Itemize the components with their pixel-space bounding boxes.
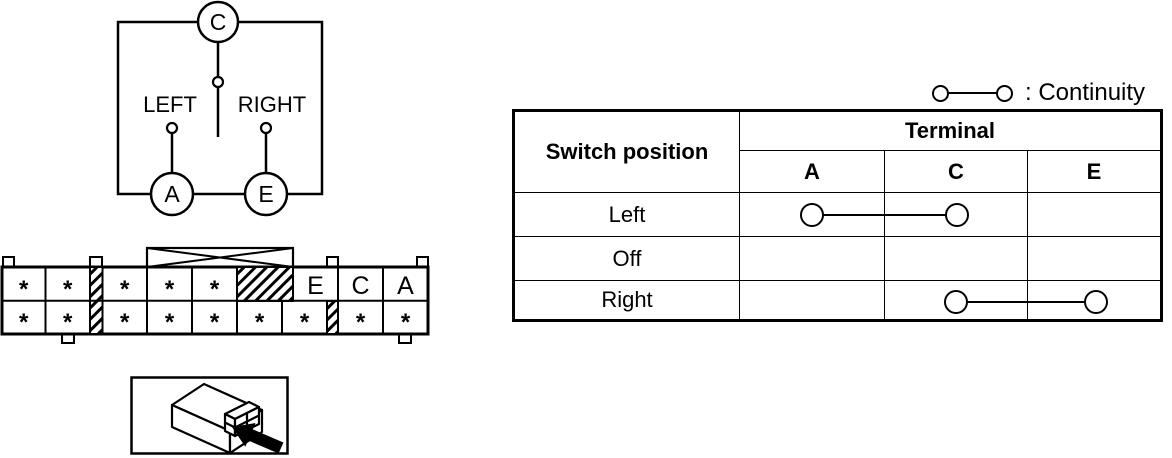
continuity-circle-c: [944, 289, 968, 314]
keyway-strip-bottom: [326, 300, 339, 335]
table-cell: [885, 237, 1028, 281]
table-cell: [885, 281, 1028, 319]
pin-cell-label: *: [63, 309, 73, 336]
terminal-e-circle: [243, 171, 289, 217]
pin-cell-label: *: [210, 276, 220, 303]
terminal-col-a: A: [740, 151, 885, 193]
table-cell: [740, 237, 885, 281]
continuity-wire: [811, 213, 958, 217]
continuity-circle-c: [945, 202, 969, 227]
row-label-right: Right: [515, 281, 740, 319]
switch-position-header: Switch position: [515, 112, 740, 193]
component-locator: [130, 376, 289, 455]
pin-cell-label: *: [63, 276, 73, 303]
legend-circle-left-icon: [932, 84, 949, 102]
pin-cell-label: *: [255, 309, 265, 336]
terminal-c-label: C: [210, 9, 227, 35]
wiper-contact-circle: [211, 75, 225, 89]
pin-cell-label: *: [120, 309, 130, 336]
table-cell: [740, 281, 885, 319]
terminal-header: Terminal: [740, 112, 1160, 151]
pin-cell-label: *: [165, 276, 175, 303]
pin-cell-label: *: [19, 276, 29, 303]
continuity-indicator-right-c-e: [944, 289, 1108, 315]
pin-cell-label: *: [210, 309, 220, 336]
pin-cell-label: *: [19, 309, 29, 336]
table-cell: [1028, 237, 1160, 281]
right-position-label: RIGHT: [238, 92, 306, 117]
pointer-arrow-icon: [232, 423, 284, 454]
left-position-label: LEFT: [143, 92, 197, 117]
continuity-wire: [955, 300, 1097, 304]
row-label-left: Left: [515, 193, 740, 237]
legend-label: : Continuity: [1025, 79, 1146, 106]
table-cell: [1028, 193, 1160, 237]
table-cell: [885, 193, 1028, 237]
pin-cell-label: *: [165, 309, 175, 336]
continuity-circle-e: [1084, 289, 1108, 314]
legend-circle-right-icon: [996, 84, 1013, 102]
switch-circuit-diagram: C A E LEFT RIGHT: [116, 0, 324, 217]
blocked-cell-wide: [236, 266, 294, 302]
pin-cell-label: *: [120, 276, 130, 303]
pin-cell-label: *: [300, 309, 310, 336]
terminal-e-label: E: [258, 181, 273, 207]
terminal-a-label: A: [164, 181, 180, 207]
crossed-section: [145, 246, 295, 269]
terminal-col-c: C: [885, 151, 1028, 193]
terminal-a-circle: [149, 171, 195, 217]
row-label-off: Off: [515, 237, 740, 281]
right-contact-circle: [259, 121, 273, 135]
cell-dividers: [44, 267, 384, 334]
pin-a-label: A: [397, 272, 414, 300]
pin-c-label: C: [351, 272, 369, 300]
continuity-indicator-left-a-c: [800, 202, 969, 228]
terminal-c-circle: [196, 0, 240, 44]
pin-cell-label: *: [401, 309, 411, 336]
continuity-table: Switch position Terminal A C E Left Off …: [512, 109, 1163, 322]
left-contact-circle: [165, 121, 179, 135]
pin-e-label: E: [307, 272, 324, 300]
connector-diagram: * * * * * E C A * * * * * * * * *: [0, 246, 430, 344]
pin-cell-label: *: [356, 309, 366, 336]
continuity-legend: : Continuity: [932, 79, 1146, 106]
legend-wire-icon: [949, 91, 996, 95]
continuity-circle-a: [800, 202, 824, 227]
terminal-col-e: E: [1028, 151, 1160, 193]
